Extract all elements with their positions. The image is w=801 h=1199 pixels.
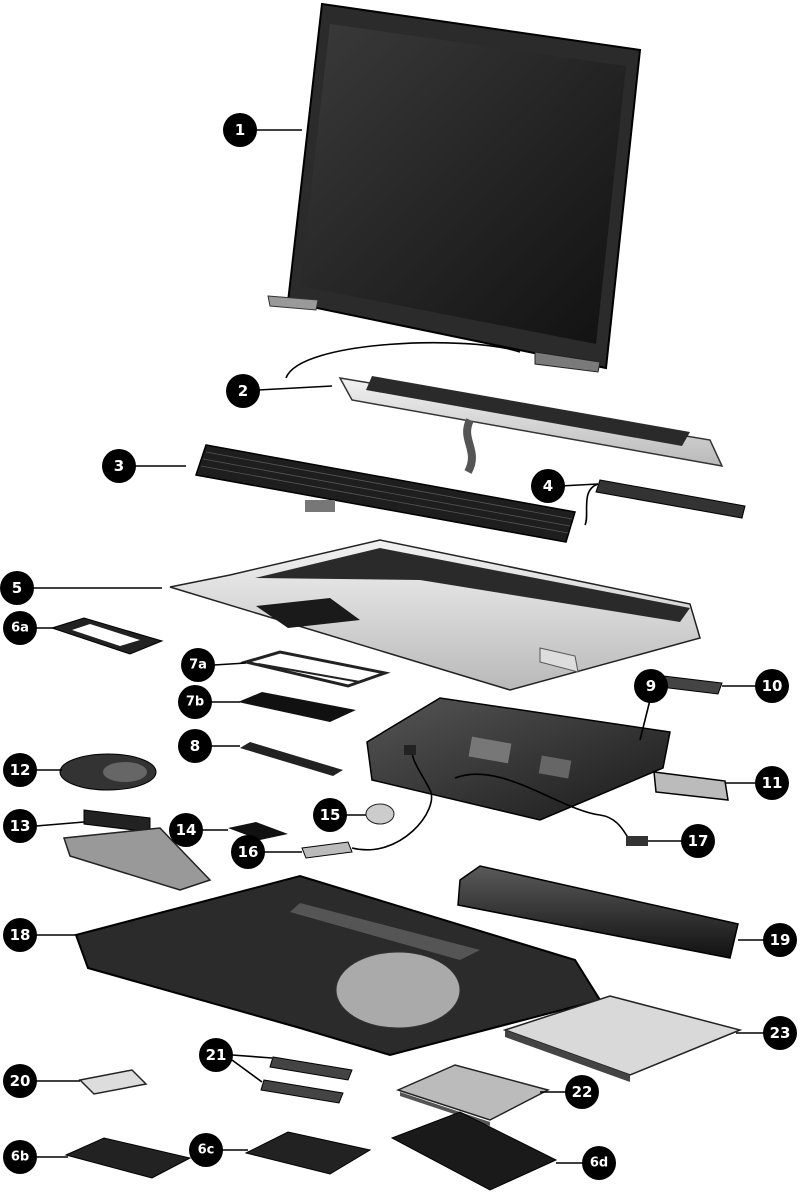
top-cover xyxy=(169,539,701,691)
hard-drive xyxy=(395,1064,551,1126)
callout-21: 21 xyxy=(199,1038,233,1072)
base-enclosure xyxy=(74,874,602,1057)
svg-text:13: 13 xyxy=(10,817,31,835)
svg-text:22: 22 xyxy=(572,1083,593,1101)
svg-text:4: 4 xyxy=(543,477,553,495)
callout-13: 13 xyxy=(3,809,37,843)
callout-12: 12 xyxy=(3,753,37,787)
svg-text:1: 1 xyxy=(235,121,245,139)
fan xyxy=(59,753,157,791)
memory-cover xyxy=(244,1131,372,1175)
svg-text:7a: 7a xyxy=(189,658,207,673)
svg-text:16: 16 xyxy=(238,843,259,861)
svg-text:6c: 6c xyxy=(198,1143,215,1158)
callout-14: 14 xyxy=(169,813,203,847)
system-board xyxy=(366,697,671,821)
callout-10: 10 xyxy=(755,669,789,703)
callout-2: 2 xyxy=(226,374,260,408)
svg-text:12: 12 xyxy=(10,761,31,779)
svg-text:2: 2 xyxy=(238,382,248,400)
svg-text:6b: 6b xyxy=(11,1150,29,1165)
svg-text:5: 5 xyxy=(12,579,22,597)
callout-11: 11 xyxy=(755,766,789,800)
svg-text:7b: 7b xyxy=(186,695,204,710)
callout-3: 3 xyxy=(102,449,136,483)
callout-6a: 6a xyxy=(3,611,37,645)
keyboard xyxy=(195,444,576,543)
callout-19: 19 xyxy=(763,923,797,957)
heat-sink xyxy=(62,809,212,891)
callout-16: 16 xyxy=(231,835,265,869)
callout-6c: 6c xyxy=(189,1133,223,1167)
callout-8: 8 xyxy=(178,729,212,763)
svg-text:3: 3 xyxy=(114,457,124,475)
svg-text:9: 9 xyxy=(646,677,656,695)
wlan-cover xyxy=(64,1137,192,1179)
svg-text:14: 14 xyxy=(176,821,197,839)
modem-cable xyxy=(454,773,648,846)
svg-text:18: 18 xyxy=(10,926,31,944)
callout-20: 20 xyxy=(3,1064,37,1098)
svg-text:19: 19 xyxy=(770,931,791,949)
callout-5: 5 xyxy=(0,571,34,605)
svg-text:6a: 6a xyxy=(11,621,29,636)
callout-18: 18 xyxy=(3,918,37,952)
callout-17: 17 xyxy=(681,824,715,858)
callout-6b: 6b xyxy=(3,1140,37,1174)
svg-text:11: 11 xyxy=(762,774,783,792)
touchpad-button-board xyxy=(240,742,343,776)
processor xyxy=(228,822,288,840)
svg-text:10: 10 xyxy=(762,677,783,695)
display-assembly xyxy=(267,2,642,379)
switch-cover xyxy=(338,376,724,474)
memory-module-compartment-frame xyxy=(50,617,164,655)
wlan-module xyxy=(78,1069,148,1095)
rtc-battery xyxy=(365,803,395,825)
battery xyxy=(457,865,739,959)
callout-7a: 7a xyxy=(181,648,215,682)
speaker-assembly xyxy=(584,479,746,526)
hard-drive-cover xyxy=(390,1111,558,1191)
touchpad-bracket xyxy=(240,650,391,688)
svg-text:21: 21 xyxy=(206,1046,227,1064)
svg-text:17: 17 xyxy=(688,832,709,850)
svg-text:15: 15 xyxy=(320,806,341,824)
callout-6d: 6d xyxy=(582,1146,616,1180)
touchpad xyxy=(238,692,356,722)
callout-9: 9 xyxy=(634,669,668,703)
memory-modules xyxy=(260,1056,353,1104)
callout-15: 15 xyxy=(313,798,347,832)
callout-4: 4 xyxy=(531,469,565,503)
callout-1: 1 xyxy=(223,113,257,147)
optical-drive xyxy=(502,995,743,1082)
modem-module xyxy=(301,744,433,859)
svg-text:6d: 6d xyxy=(590,1156,608,1171)
callout-7b: 7b xyxy=(178,685,212,719)
svg-text:23: 23 xyxy=(770,1024,791,1042)
leader-lines xyxy=(25,129,764,1164)
expresscard-assembly xyxy=(653,771,729,801)
callout-22: 22 xyxy=(565,1075,599,1109)
svg-text:8: 8 xyxy=(190,737,200,755)
svg-text:20: 20 xyxy=(10,1072,31,1090)
callout-23: 23 xyxy=(763,1016,797,1050)
